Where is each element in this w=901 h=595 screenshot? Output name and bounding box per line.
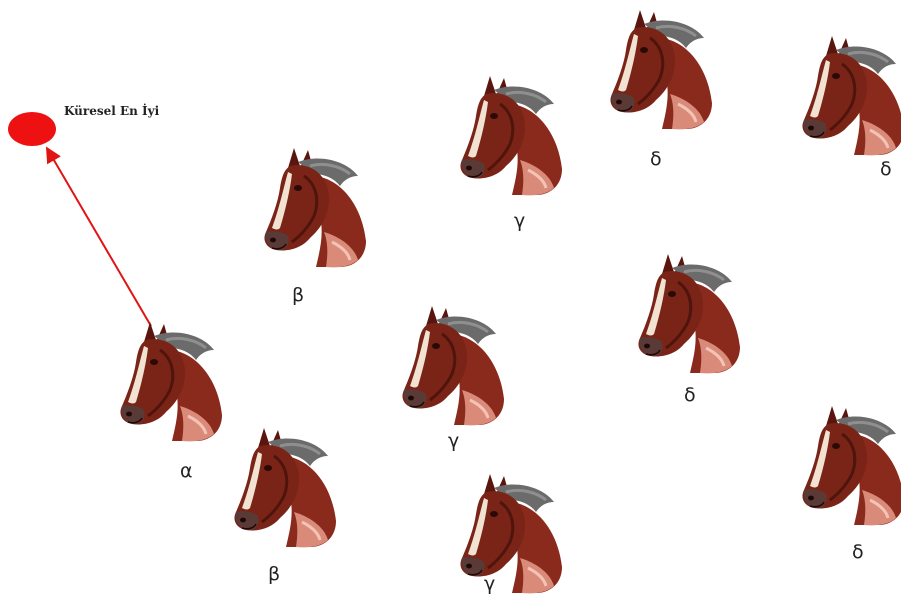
agent-label-delta-1: δ: [650, 150, 662, 169]
horse-alpha: [114, 320, 226, 442]
horse-head-icon: [454, 74, 566, 196]
agent-label-delta-3: δ: [684, 386, 696, 405]
horse-beta-1: [258, 146, 370, 268]
agent-label-gamma-2: γ: [448, 432, 459, 451]
horse-head-icon: [454, 472, 566, 594]
agent-label-gamma-1: γ: [514, 212, 525, 231]
horse-head-icon: [632, 252, 744, 374]
horse-delta-4: [796, 404, 901, 526]
horse-gamma-3: [454, 472, 566, 594]
horse-delta-3: [632, 252, 744, 374]
agent-label-delta-2: δ: [880, 160, 892, 179]
agent-label-delta-4: δ: [852, 543, 864, 562]
agent-label-beta-1: β: [292, 286, 304, 305]
horse-head-icon: [114, 320, 226, 442]
horse-head-icon: [228, 426, 340, 548]
agent-label-gamma-3: γ: [484, 575, 495, 594]
global-best-label: Küresel En İyi: [64, 104, 159, 118]
horse-head-icon: [796, 404, 901, 526]
arrow-to-global-best: [48, 150, 151, 326]
global-best-marker: [8, 112, 56, 146]
horse-delta-1: [604, 8, 716, 130]
agent-label-alpha: α: [180, 462, 193, 481]
horse-gamma-1: [454, 74, 566, 196]
horse-beta-2: [228, 426, 340, 548]
horse-gamma-2: [396, 304, 508, 426]
agent-label-beta-2: β: [268, 565, 280, 584]
horse-head-icon: [796, 34, 901, 156]
horse-head-icon: [604, 8, 716, 130]
horse-delta-2: [796, 34, 901, 156]
horse-head-icon: [258, 146, 370, 268]
horse-head-icon: [396, 304, 508, 426]
